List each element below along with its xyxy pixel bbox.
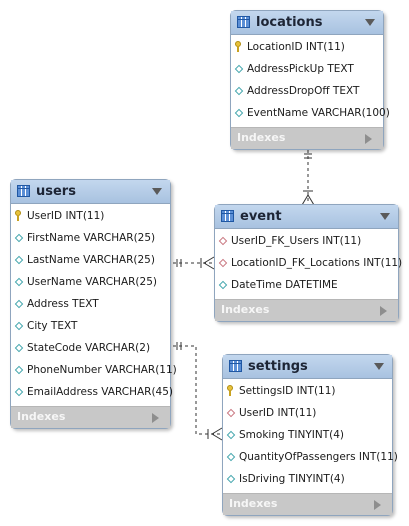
column-label: UserName VARCHAR(25): [27, 276, 157, 288]
column-label: PhoneNumber VARCHAR(11): [27, 364, 177, 376]
column-label: QuantityOfPassengers INT(11): [239, 451, 398, 463]
column-diamond-icon: [14, 387, 24, 397]
column-diamond-icon: [14, 321, 24, 331]
table-header[interactable]: users: [11, 180, 170, 204]
column-row[interactable]: Address TEXT: [11, 294, 170, 316]
column-label: StateCode VARCHAR(2): [27, 342, 151, 354]
column-label: LocationID_FK_Locations INT(11): [231, 257, 403, 269]
column-label: FirstName VARCHAR(25): [27, 232, 156, 244]
column-row[interactable]: City TEXT: [11, 316, 170, 338]
column-diamond-icon: [234, 108, 244, 118]
column-label: SettingsID INT(11): [239, 385, 336, 397]
table-header[interactable]: locations: [231, 11, 383, 35]
column-label: AddressDropOff TEXT: [247, 85, 360, 97]
relationship-users-event: [173, 256, 215, 270]
indexes-section[interactable]: Indexes: [11, 406, 170, 428]
expand-arrow-icon[interactable]: [152, 413, 159, 423]
column-row[interactable]: AddressPickUp TEXT: [231, 59, 383, 81]
relationship-locations-event: [301, 150, 315, 206]
expand-arrow-icon[interactable]: [365, 134, 372, 144]
column-diamond-icon: [234, 64, 244, 74]
primary-key-icon: [227, 385, 233, 396]
table-icon: [237, 16, 250, 28]
column-label: IsDriving TINYINT(4): [239, 473, 345, 485]
column-row[interactable]: UserID_FK_Users INT(11): [215, 231, 398, 253]
table-icon: [17, 185, 30, 197]
column-label: DateTime DATETIME: [231, 279, 338, 291]
column-label: UserID INT(11): [27, 210, 105, 222]
column-row[interactable]: UserID INT(11): [223, 403, 392, 425]
column-label: Address TEXT: [27, 298, 99, 310]
relationship-users-settings: [173, 342, 223, 441]
foreign-key-diamond-icon: [226, 408, 236, 418]
column-row[interactable]: QuantityOfPassengers INT(11): [223, 447, 398, 469]
indexes-section[interactable]: Indexes: [215, 299, 398, 321]
primary-key-icon: [235, 41, 241, 52]
column-label: UserID_FK_Users INT(11): [231, 235, 362, 247]
column-diamond-icon: [226, 430, 236, 440]
column-row[interactable]: UserID INT(11): [11, 206, 170, 228]
column-diamond-icon: [14, 299, 24, 309]
table-name: event: [240, 209, 282, 224]
column-diamond-icon: [14, 233, 24, 243]
collapse-arrow-icon[interactable]: [380, 213, 390, 220]
indexes-section[interactable]: Indexes: [231, 127, 383, 149]
column-row[interactable]: StateCode VARCHAR(2): [11, 338, 170, 360]
indexes-label: Indexes: [237, 131, 286, 144]
column-row[interactable]: UserName VARCHAR(25): [11, 272, 170, 294]
column-row[interactable]: LastName VARCHAR(25): [11, 250, 170, 272]
table-users[interactable]: users UserID INT(11) FirstName VARCHAR(2…: [10, 179, 177, 429]
indexes-label: Indexes: [221, 303, 270, 316]
column-row[interactable]: FirstName VARCHAR(25): [11, 228, 170, 250]
expand-arrow-icon[interactable]: [380, 306, 387, 316]
column-row[interactable]: LocationID_FK_Locations INT(11): [215, 253, 402, 275]
indexes-label: Indexes: [17, 410, 66, 423]
table-locations[interactable]: locations LocationID INT(11) AddressPick…: [230, 10, 390, 150]
column-diamond-icon: [14, 343, 24, 353]
column-row[interactable]: IsDriving TINYINT(4): [223, 469, 392, 491]
column-row[interactable]: DateTime DATETIME: [215, 275, 398, 297]
table-event[interactable]: event UserID_FK_Users INT(11) LocationID…: [214, 204, 402, 322]
collapse-arrow-icon[interactable]: [374, 363, 384, 370]
table-name: locations: [256, 15, 323, 30]
column-diamond-icon: [226, 474, 236, 484]
primary-key-icon: [15, 210, 21, 221]
column-row[interactable]: LocationID INT(11): [231, 37, 383, 59]
column-diamond-icon: [14, 277, 24, 287]
column-row[interactable]: EmailAddress VARCHAR(45): [11, 382, 174, 404]
column-label: LocationID INT(11): [247, 41, 345, 53]
column-diamond-icon: [234, 86, 244, 96]
column-label: UserID INT(11): [239, 407, 317, 419]
column-diamond-icon: [226, 452, 236, 462]
column-row[interactable]: SettingsID INT(11): [223, 381, 392, 403]
foreign-key-diamond-icon: [218, 236, 228, 246]
column-label: EmailAddress VARCHAR(45): [27, 386, 174, 398]
column-row[interactable]: EventName VARCHAR(100): [231, 103, 390, 125]
column-label: City TEXT: [27, 320, 78, 332]
collapse-arrow-icon[interactable]: [152, 188, 162, 195]
indexes-section[interactable]: Indexes: [223, 493, 392, 515]
column-row[interactable]: PhoneNumber VARCHAR(11): [11, 360, 177, 382]
column-label: LastName VARCHAR(25): [27, 254, 155, 266]
table-name: settings: [248, 359, 308, 374]
column-diamond-icon: [218, 280, 228, 290]
indexes-label: Indexes: [229, 497, 278, 510]
table-header[interactable]: settings: [223, 355, 392, 379]
column-row[interactable]: AddressDropOff TEXT: [231, 81, 383, 103]
column-diamond-icon: [14, 365, 24, 375]
column-row[interactable]: Smoking TINYINT(4): [223, 425, 392, 447]
column-diamond-icon: [14, 255, 24, 265]
expand-arrow-icon[interactable]: [374, 500, 381, 510]
table-icon: [221, 210, 234, 222]
table-icon: [229, 360, 242, 372]
table-settings[interactable]: settings SettingsID INT(11) UserID INT(1…: [222, 354, 398, 516]
foreign-key-diamond-icon: [218, 258, 228, 268]
column-label: AddressPickUp TEXT: [247, 63, 354, 75]
table-name: users: [36, 184, 76, 199]
column-label: Smoking TINYINT(4): [239, 429, 344, 441]
collapse-arrow-icon[interactable]: [365, 19, 375, 26]
column-label: EventName VARCHAR(100): [247, 107, 390, 119]
table-header[interactable]: event: [215, 205, 398, 229]
